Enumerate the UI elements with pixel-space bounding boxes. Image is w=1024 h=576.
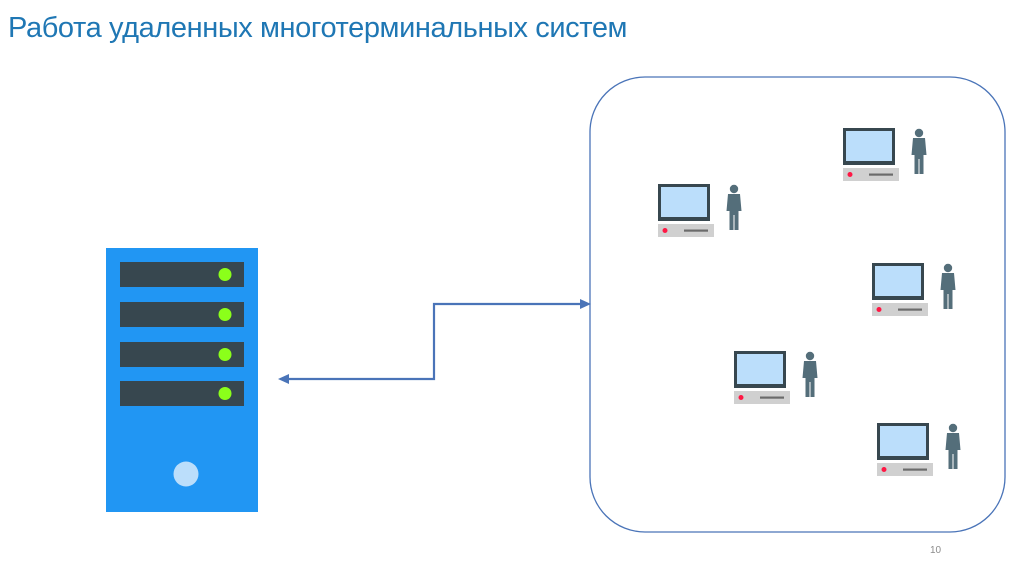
server-bay: [120, 342, 244, 367]
workstation-with-user-icon: [877, 423, 961, 476]
workstation-with-user-icon: [843, 128, 927, 181]
server-power-button: [173, 461, 199, 487]
slide-title: Работа удаленных многотерминальных систе…: [8, 12, 628, 44]
workstation-with-user-icon: [872, 263, 956, 316]
terminal-cluster-boundary: [589, 76, 1006, 533]
server-icon: [106, 248, 258, 512]
workstation-with-user-icon: [658, 184, 742, 237]
workstation-with-user-icon: [734, 351, 818, 404]
page-number: 10: [930, 545, 942, 556]
server-bay: [120, 262, 244, 287]
arrow-head-right: [580, 299, 591, 309]
server-bay: [120, 302, 244, 327]
arrow-head-left: [278, 374, 289, 384]
connector-arrow: [278, 299, 591, 384]
server-bay: [120, 381, 244, 406]
